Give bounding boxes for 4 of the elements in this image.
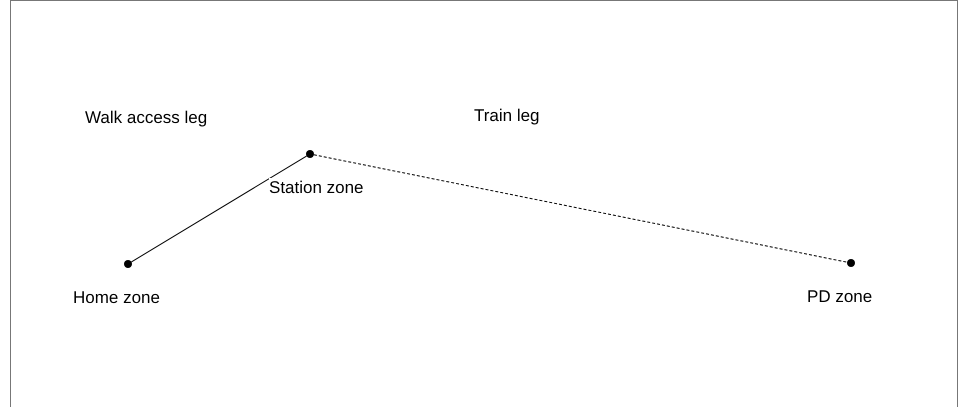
- dashed-line: [313, 154, 848, 263]
- line: [130, 156, 308, 262]
- edge-label: Walk access leg: [85, 108, 208, 128]
- edge-label: Train leg: [474, 106, 540, 126]
